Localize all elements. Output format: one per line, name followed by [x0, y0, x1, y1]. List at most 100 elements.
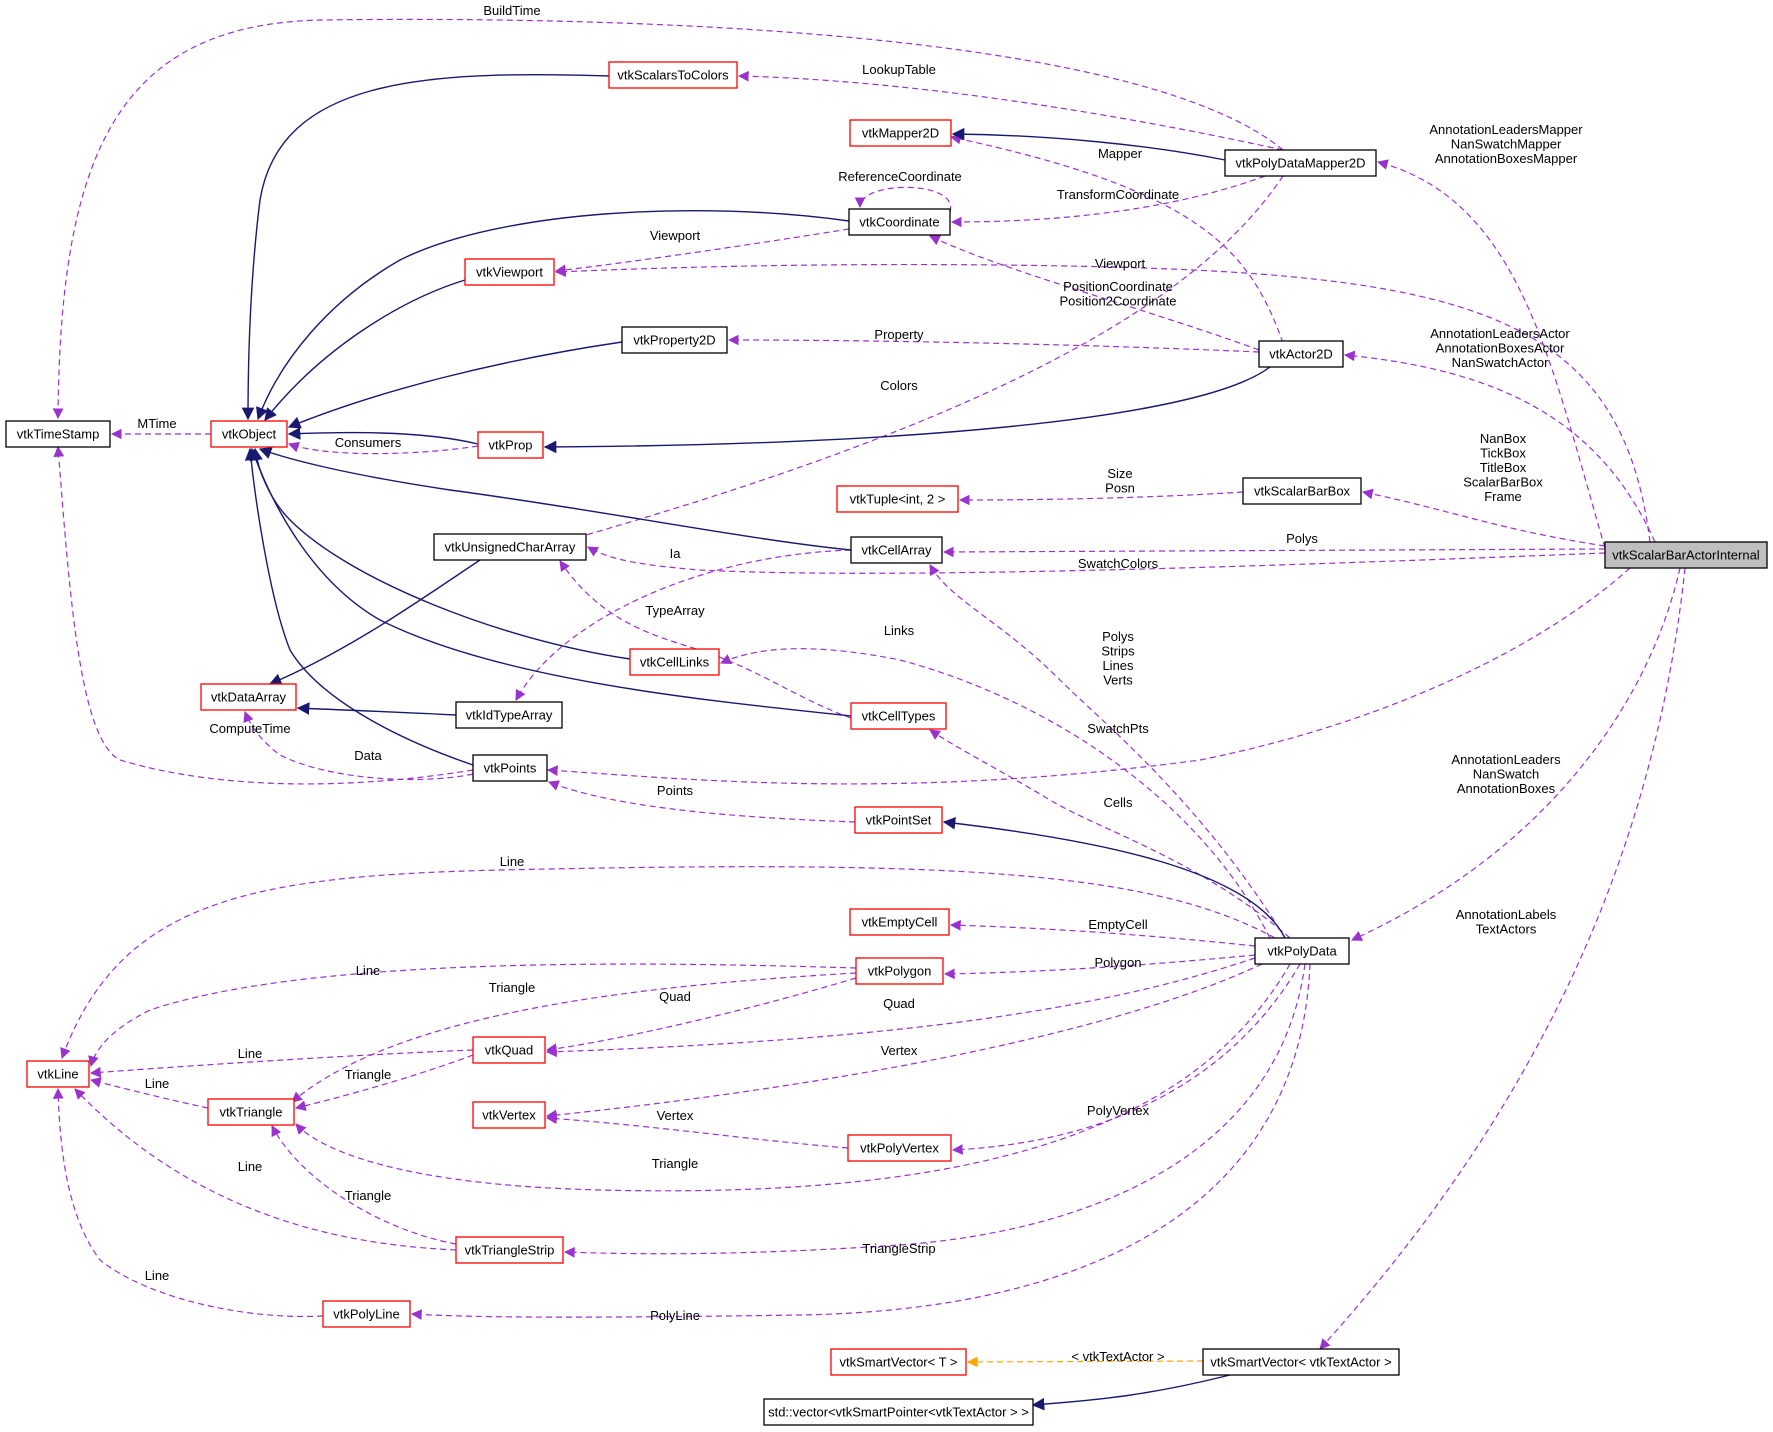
edge-label-line: Polys — [1102, 629, 1134, 644]
node-box[interactable] — [849, 908, 950, 936]
use-edge — [587, 546, 1606, 574]
node-sbbox[interactable]: vtkScalarBarBox — [1242, 477, 1362, 505]
node-box[interactable] — [464, 258, 555, 286]
node-cellarray[interactable]: vtkCellArray — [850, 536, 943, 564]
node-trianglestrip[interactable]: vtkTriangleStrip — [455, 1236, 564, 1264]
inherit-edge — [244, 447, 474, 766]
node-box[interactable] — [854, 806, 943, 834]
use-edge — [942, 546, 1606, 558]
node-label: vtkSmartVector< T > — [839, 1354, 957, 1369]
node-box[interactable] — [1224, 149, 1377, 177]
node-line[interactable]: vtkLine — [26, 1060, 90, 1088]
node-mapper2d[interactable]: vtkMapper2D — [849, 119, 952, 147]
edge-label-line: NanSwatchActor — [1452, 355, 1549, 370]
node-dataarray[interactable]: vtkDataArray — [200, 683, 297, 711]
node-celllinks[interactable]: vtkCellLinks — [629, 648, 720, 676]
node-box[interactable] — [1254, 937, 1350, 965]
edge-label-line: Triangle — [345, 1188, 391, 1203]
node-box[interactable] — [850, 702, 947, 730]
node-box[interactable] — [322, 1300, 411, 1328]
node-points[interactable]: vtkPoints — [472, 754, 548, 782]
node-box[interactable] — [455, 701, 563, 729]
node-box[interactable] — [1242, 477, 1362, 505]
use-edge — [545, 957, 1256, 1058]
node-box[interactable] — [472, 1036, 546, 1064]
edge-label-line-polygon: Line — [356, 963, 381, 978]
use-edge — [737, 70, 1284, 151]
node-pointset[interactable]: vtkPointSet — [854, 806, 943, 834]
node-actor2d[interactable]: vtkActor2D — [1258, 340, 1344, 368]
node-box[interactable] — [207, 1098, 295, 1126]
node-polydata[interactable]: vtkPolyData — [1254, 937, 1350, 965]
node-box[interactable] — [477, 431, 544, 459]
node-idtypearray[interactable]: vtkIdTypeArray — [455, 701, 563, 729]
node-label: vtkScalarBarBox — [1254, 483, 1351, 498]
node-box[interactable] — [855, 957, 944, 985]
node-s2c[interactable]: vtkScalarsToColors — [608, 61, 738, 89]
node-coordinate[interactable]: vtkCoordinate — [848, 208, 951, 236]
node-box[interactable] — [621, 326, 728, 354]
edge-label-line: AnnotationLeadersMapper — [1429, 122, 1583, 137]
node-viewport[interactable]: vtkViewport — [464, 258, 555, 286]
node-label: vtkPolyData — [1267, 943, 1337, 958]
node-box[interactable] — [472, 1101, 546, 1129]
node-vertex[interactable]: vtkVertex — [472, 1101, 546, 1129]
node-box[interactable] — [763, 1398, 1034, 1426]
node-box[interactable] — [850, 536, 943, 564]
node-box[interactable] — [26, 1060, 90, 1088]
node-root[interactable]: vtkScalarBarActorInternal — [1604, 541, 1768, 569]
node-box[interactable] — [848, 208, 951, 236]
node-polygon[interactable]: vtkPolygon — [855, 957, 944, 985]
use-edge — [545, 977, 857, 1055]
node-prop[interactable]: vtkProp — [477, 431, 544, 459]
node-polyvertex[interactable]: vtkPolyVertex — [847, 1134, 952, 1162]
node-box[interactable] — [847, 1134, 952, 1162]
node-quad[interactable]: vtkQuad — [472, 1036, 546, 1064]
node-box[interactable] — [836, 485, 959, 513]
node-pdm2d[interactable]: vtkPolyDataMapper2D — [1224, 149, 1377, 177]
node-smartvecT[interactable]: vtkSmartVector< T > — [830, 1348, 967, 1376]
node-tuple[interactable]: vtkTuple<int, 2 > — [836, 485, 959, 513]
edge-label-line: Line — [145, 1268, 170, 1283]
inherit-edge — [951, 127, 1226, 161]
node-box[interactable] — [200, 683, 297, 711]
node-box[interactable] — [849, 119, 952, 147]
node-box[interactable] — [210, 420, 288, 448]
node-box[interactable] — [1202, 1348, 1400, 1376]
edge-label-triangle-pd: Triangle — [652, 1156, 698, 1171]
node-uca[interactable]: vtkUnsignedCharArray — [433, 533, 587, 561]
edge-label-emptycell-lbl: EmptyCell — [1088, 917, 1147, 932]
node-box[interactable] — [472, 754, 548, 782]
use-edge — [88, 963, 857, 1068]
node-box[interactable] — [629, 648, 720, 676]
edge-label-line: Line — [238, 1159, 263, 1174]
use-edge — [547, 780, 856, 823]
edge-label-line: Colors — [880, 378, 918, 393]
node-box[interactable] — [1258, 340, 1344, 368]
node-label: vtkTriangle — [219, 1104, 282, 1119]
node-smartvecTA[interactable]: vtkSmartVector< vtkTextActor > — [1202, 1348, 1400, 1376]
use-edge — [89, 1049, 474, 1078]
edge-label-computetime: ComputeTime — [209, 721, 290, 736]
node-box[interactable] — [608, 61, 738, 89]
node-label: vtkVertex — [482, 1107, 536, 1122]
node-box[interactable] — [1604, 541, 1768, 569]
node-celltypes[interactable]: vtkCellTypes — [850, 702, 947, 730]
node-polyline[interactable]: vtkPolyLine — [322, 1300, 411, 1328]
node-box[interactable] — [5, 420, 111, 448]
node-property2d[interactable]: vtkProperty2D — [621, 326, 728, 354]
node-box[interactable] — [830, 1348, 967, 1376]
node-object[interactable]: vtkObject — [210, 420, 288, 448]
edge-label-property: Property — [874, 327, 924, 342]
edge-label-quad-pd: Quad — [883, 996, 915, 1011]
node-emptycell[interactable]: vtkEmptyCell — [849, 908, 950, 936]
node-triangle[interactable]: vtkTriangle — [207, 1098, 295, 1126]
use-edge — [53, 445, 474, 785]
use-edge — [291, 972, 857, 1103]
node-box[interactable] — [433, 533, 587, 561]
node-stdvector[interactable]: std::vector<vtkSmartPointer<vtkTextActor… — [763, 1398, 1034, 1426]
node-timestamp[interactable]: vtkTimeStamp — [5, 420, 111, 448]
edge-label-line: TriangleStrip — [862, 1241, 935, 1256]
node-box[interactable] — [455, 1236, 564, 1264]
